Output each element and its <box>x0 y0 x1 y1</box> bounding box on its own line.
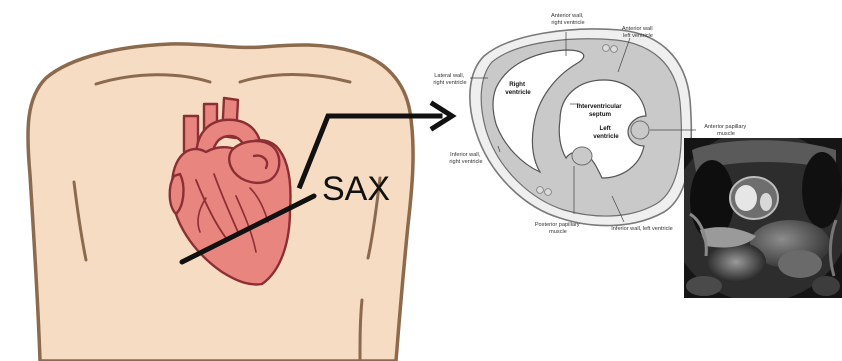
posterior-papillary-muscle <box>572 147 592 165</box>
mri-image <box>670 130 842 302</box>
label-posterior-papillary-muscle: Posterior papillary muscle <box>535 222 581 235</box>
label-anterior-wall-lv: Anterior wall left ventricle <box>622 26 654 39</box>
label-inferior-wall-rv: Inferior wall, right ventricle <box>449 152 482 165</box>
vessel-bottom-2 <box>545 189 552 196</box>
vessel-top-1 <box>603 45 610 52</box>
right-atrium <box>170 174 184 214</box>
vessel-top-2 <box>611 46 618 53</box>
label-inferior-wall-lv: Inferior wall, left ventricle <box>611 226 673 232</box>
vessel-bottom-1 <box>537 187 544 194</box>
label-anterior-wall-rv: Anterior wall, right ventricle <box>551 13 585 26</box>
label-anterior-papillary-muscle: Anterior papillary muscle <box>704 124 748 137</box>
sax-label: SAX <box>322 170 390 208</box>
label-lateral-wall-rv: Lateral wall, right ventricle <box>433 73 466 86</box>
anterior-papillary-muscle <box>631 121 649 139</box>
